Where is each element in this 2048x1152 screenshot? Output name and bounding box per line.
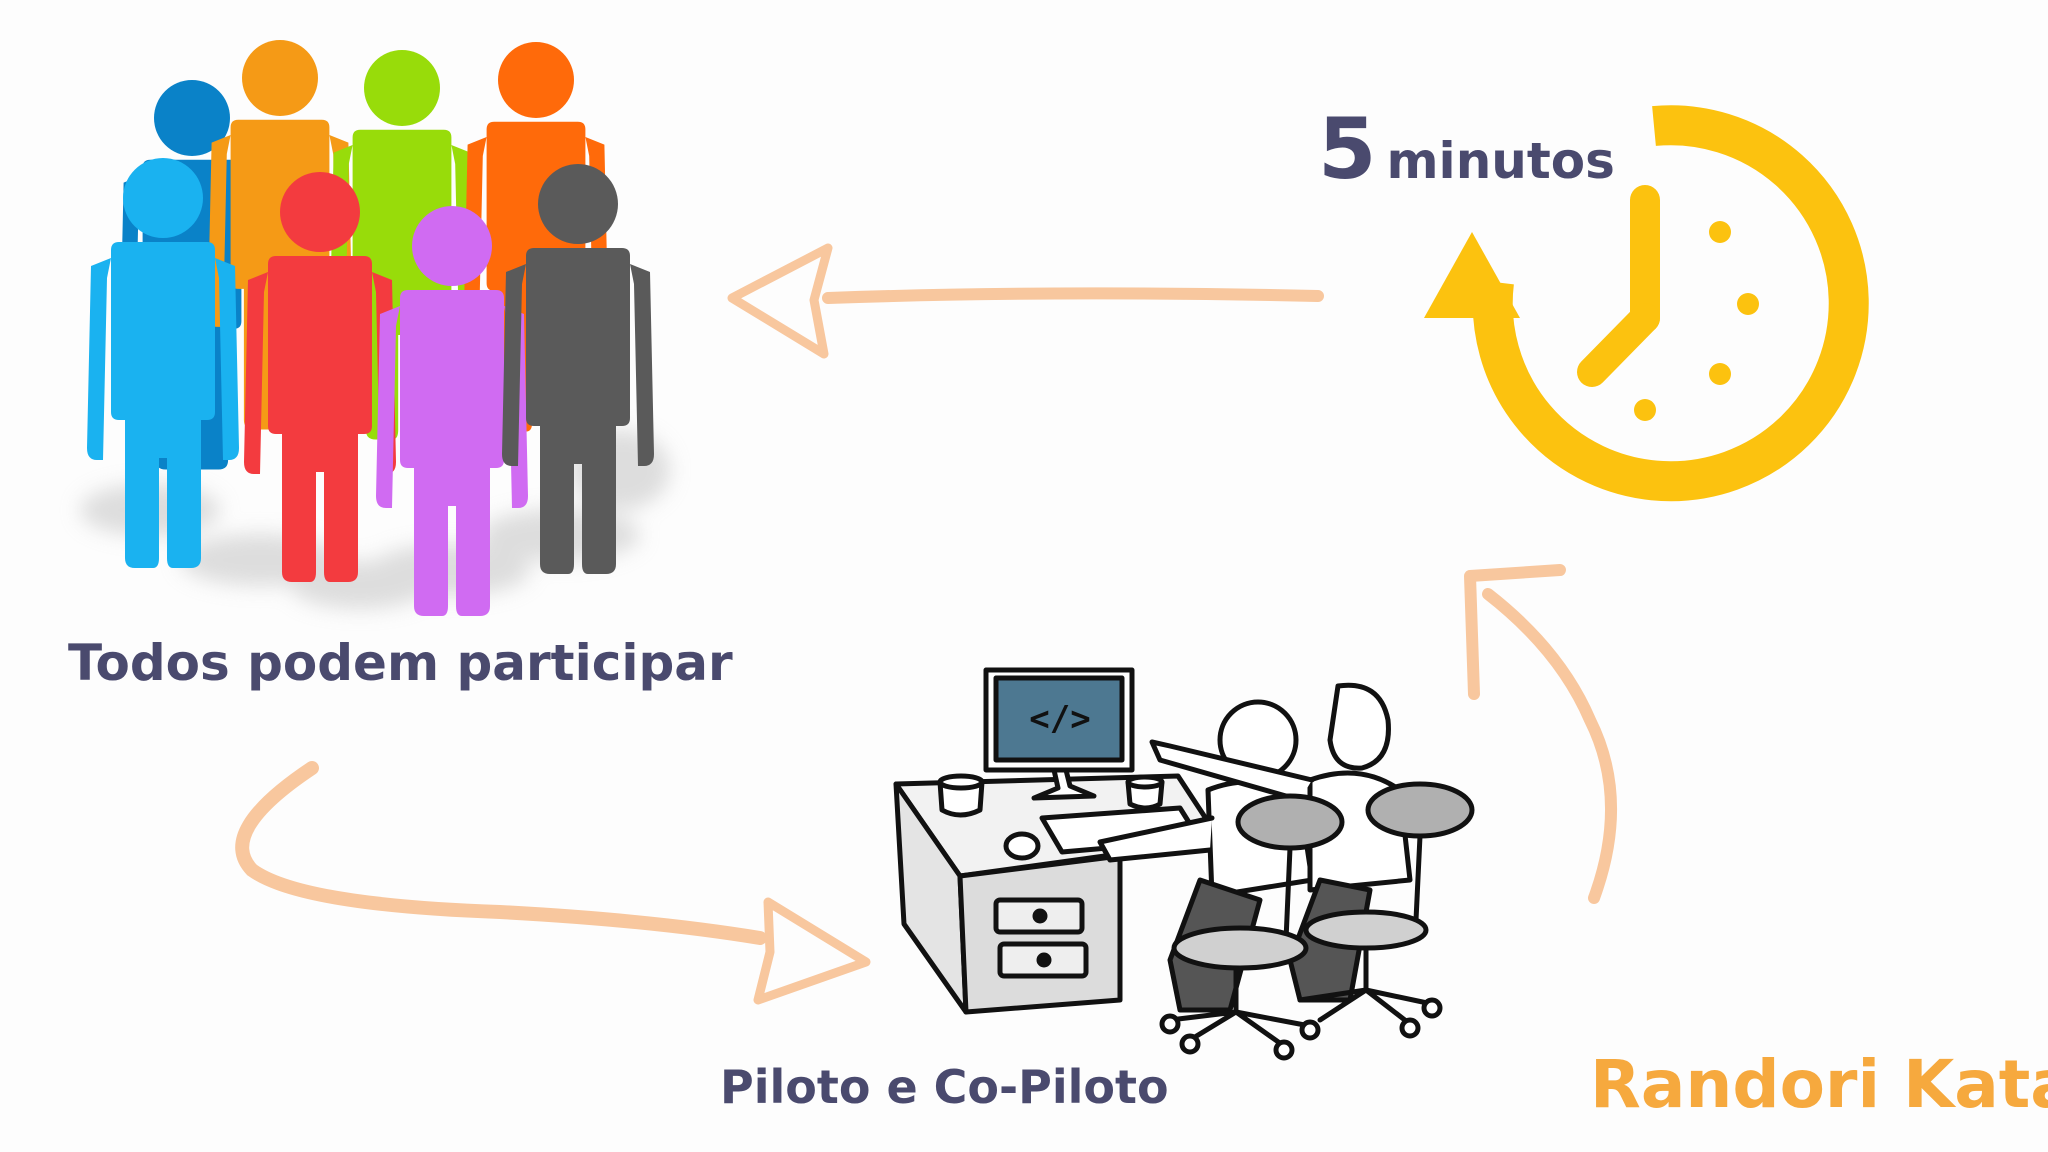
pair-programming-illustration: </> <box>893 667 1475 1061</box>
randori-kata-title: Randori Kata <box>1590 1046 2048 1123</box>
svg-text:</>: </> <box>1029 699 1090 739</box>
clock-timer-icon <box>1424 105 1869 502</box>
pilot-copilot-label: Piloto e Co-Piloto <box>720 1060 1169 1114</box>
timer-number: 5 <box>1318 100 1377 198</box>
timer-unit: minutos <box>1386 132 1615 190</box>
arrow-pair-to-timer <box>1464 564 1617 904</box>
people-crowd-icon <box>80 40 670 616</box>
arrow-timer-to-crowd <box>727 243 1324 359</box>
arrow-crowd-to-pair <box>235 761 871 1005</box>
everyone-can-participate-label: Todos podem participar <box>68 634 733 692</box>
